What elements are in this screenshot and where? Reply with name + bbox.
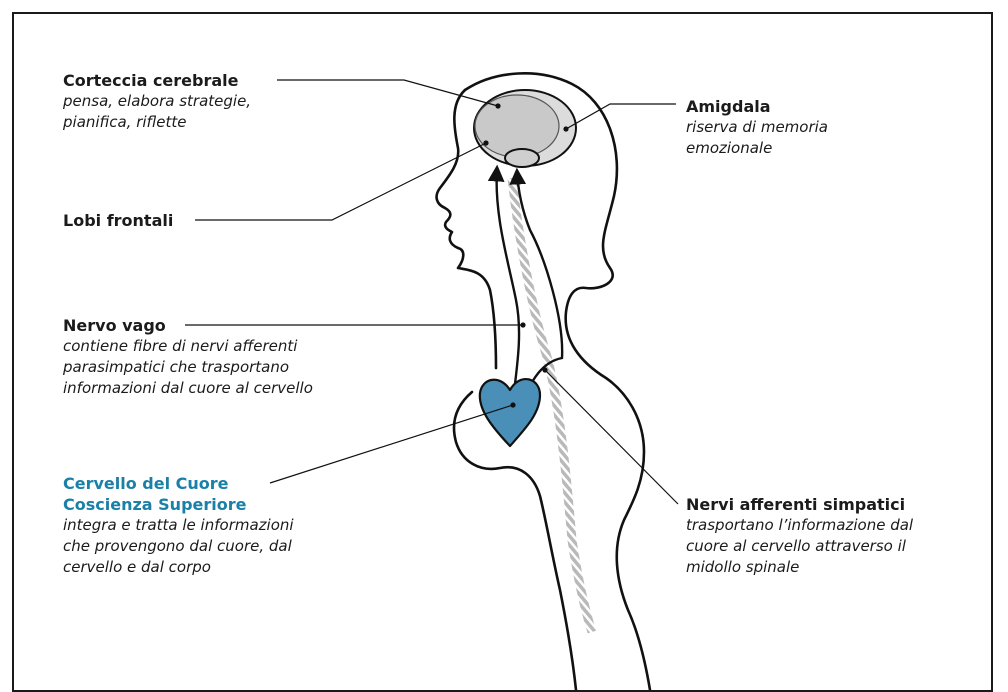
simpatici-line-1: trasportano l’informazione dal bbox=[686, 515, 913, 536]
label-lobi-frontali: Lobi frontali bbox=[63, 210, 173, 231]
leader-corteccia bbox=[277, 80, 498, 106]
simpatici-title: Nervi afferenti simpatici bbox=[686, 494, 913, 515]
cervello-cuore-line-3: cervello e dal corpo bbox=[63, 557, 294, 578]
dot-simpatici bbox=[542, 367, 547, 372]
nervo-vago-title: Nervo vago bbox=[63, 315, 313, 336]
corteccia-line-2: pianifica, riflette bbox=[63, 112, 251, 133]
nervo-vago-line-1: contiene fibre di nervi afferenti bbox=[63, 336, 313, 357]
label-nervo-vago: Nervo vago contiene fibre di nervi affer… bbox=[63, 315, 313, 399]
nervo-vago-line-3: informazioni dal cuore al cervello bbox=[63, 378, 313, 399]
dot-lobi bbox=[483, 140, 488, 145]
leader-lobi bbox=[195, 143, 486, 220]
lobi-title: Lobi frontali bbox=[63, 210, 173, 231]
sympathetic-nerve bbox=[517, 171, 562, 398]
leader-amigdala bbox=[566, 104, 676, 129]
brain-inner bbox=[475, 95, 559, 157]
dot-heart bbox=[510, 402, 515, 407]
label-cervello-del-cuore: Cervello del Cuore Coscienza Superiore i… bbox=[63, 473, 294, 578]
amigdala-title: Amigdala bbox=[686, 96, 828, 117]
nervo-vago-line-2: parasimpatici che trasportano bbox=[63, 357, 313, 378]
label-nervi-afferenti-simpatici: Nervi afferenti simpatici trasportano l’… bbox=[686, 494, 913, 578]
cervello-cuore-title-2: Coscienza Superiore bbox=[63, 494, 294, 515]
corteccia-title: Corteccia cerebrale bbox=[63, 70, 251, 91]
dot-corteccia bbox=[495, 103, 500, 108]
leader-cervello-cuore bbox=[270, 405, 513, 483]
cervello-cuore-title-1: Cervello del Cuore bbox=[63, 473, 294, 494]
simpatici-line-3: midollo spinale bbox=[686, 557, 913, 578]
amigdala-line-2: emozionale bbox=[686, 138, 828, 159]
label-amigdala: Amigdala riserva di memoria emozionale bbox=[686, 96, 828, 159]
cervello-cuore-line-1: integra e tratta le informazioni bbox=[63, 515, 294, 536]
amygdala-shape bbox=[505, 149, 539, 167]
dot-nervo-vago bbox=[520, 322, 525, 327]
label-corteccia-cerebrale: Corteccia cerebrale pensa, elabora strat… bbox=[63, 70, 251, 133]
amigdala-line-1: riserva di memoria bbox=[686, 117, 828, 138]
simpatici-line-2: cuore al cervello attraverso il bbox=[686, 536, 913, 557]
dot-amigdala bbox=[563, 126, 568, 131]
corteccia-line-1: pensa, elabora strategie, bbox=[63, 91, 251, 112]
cervello-cuore-line-2: che provengono dal cuore, dal bbox=[63, 536, 294, 557]
